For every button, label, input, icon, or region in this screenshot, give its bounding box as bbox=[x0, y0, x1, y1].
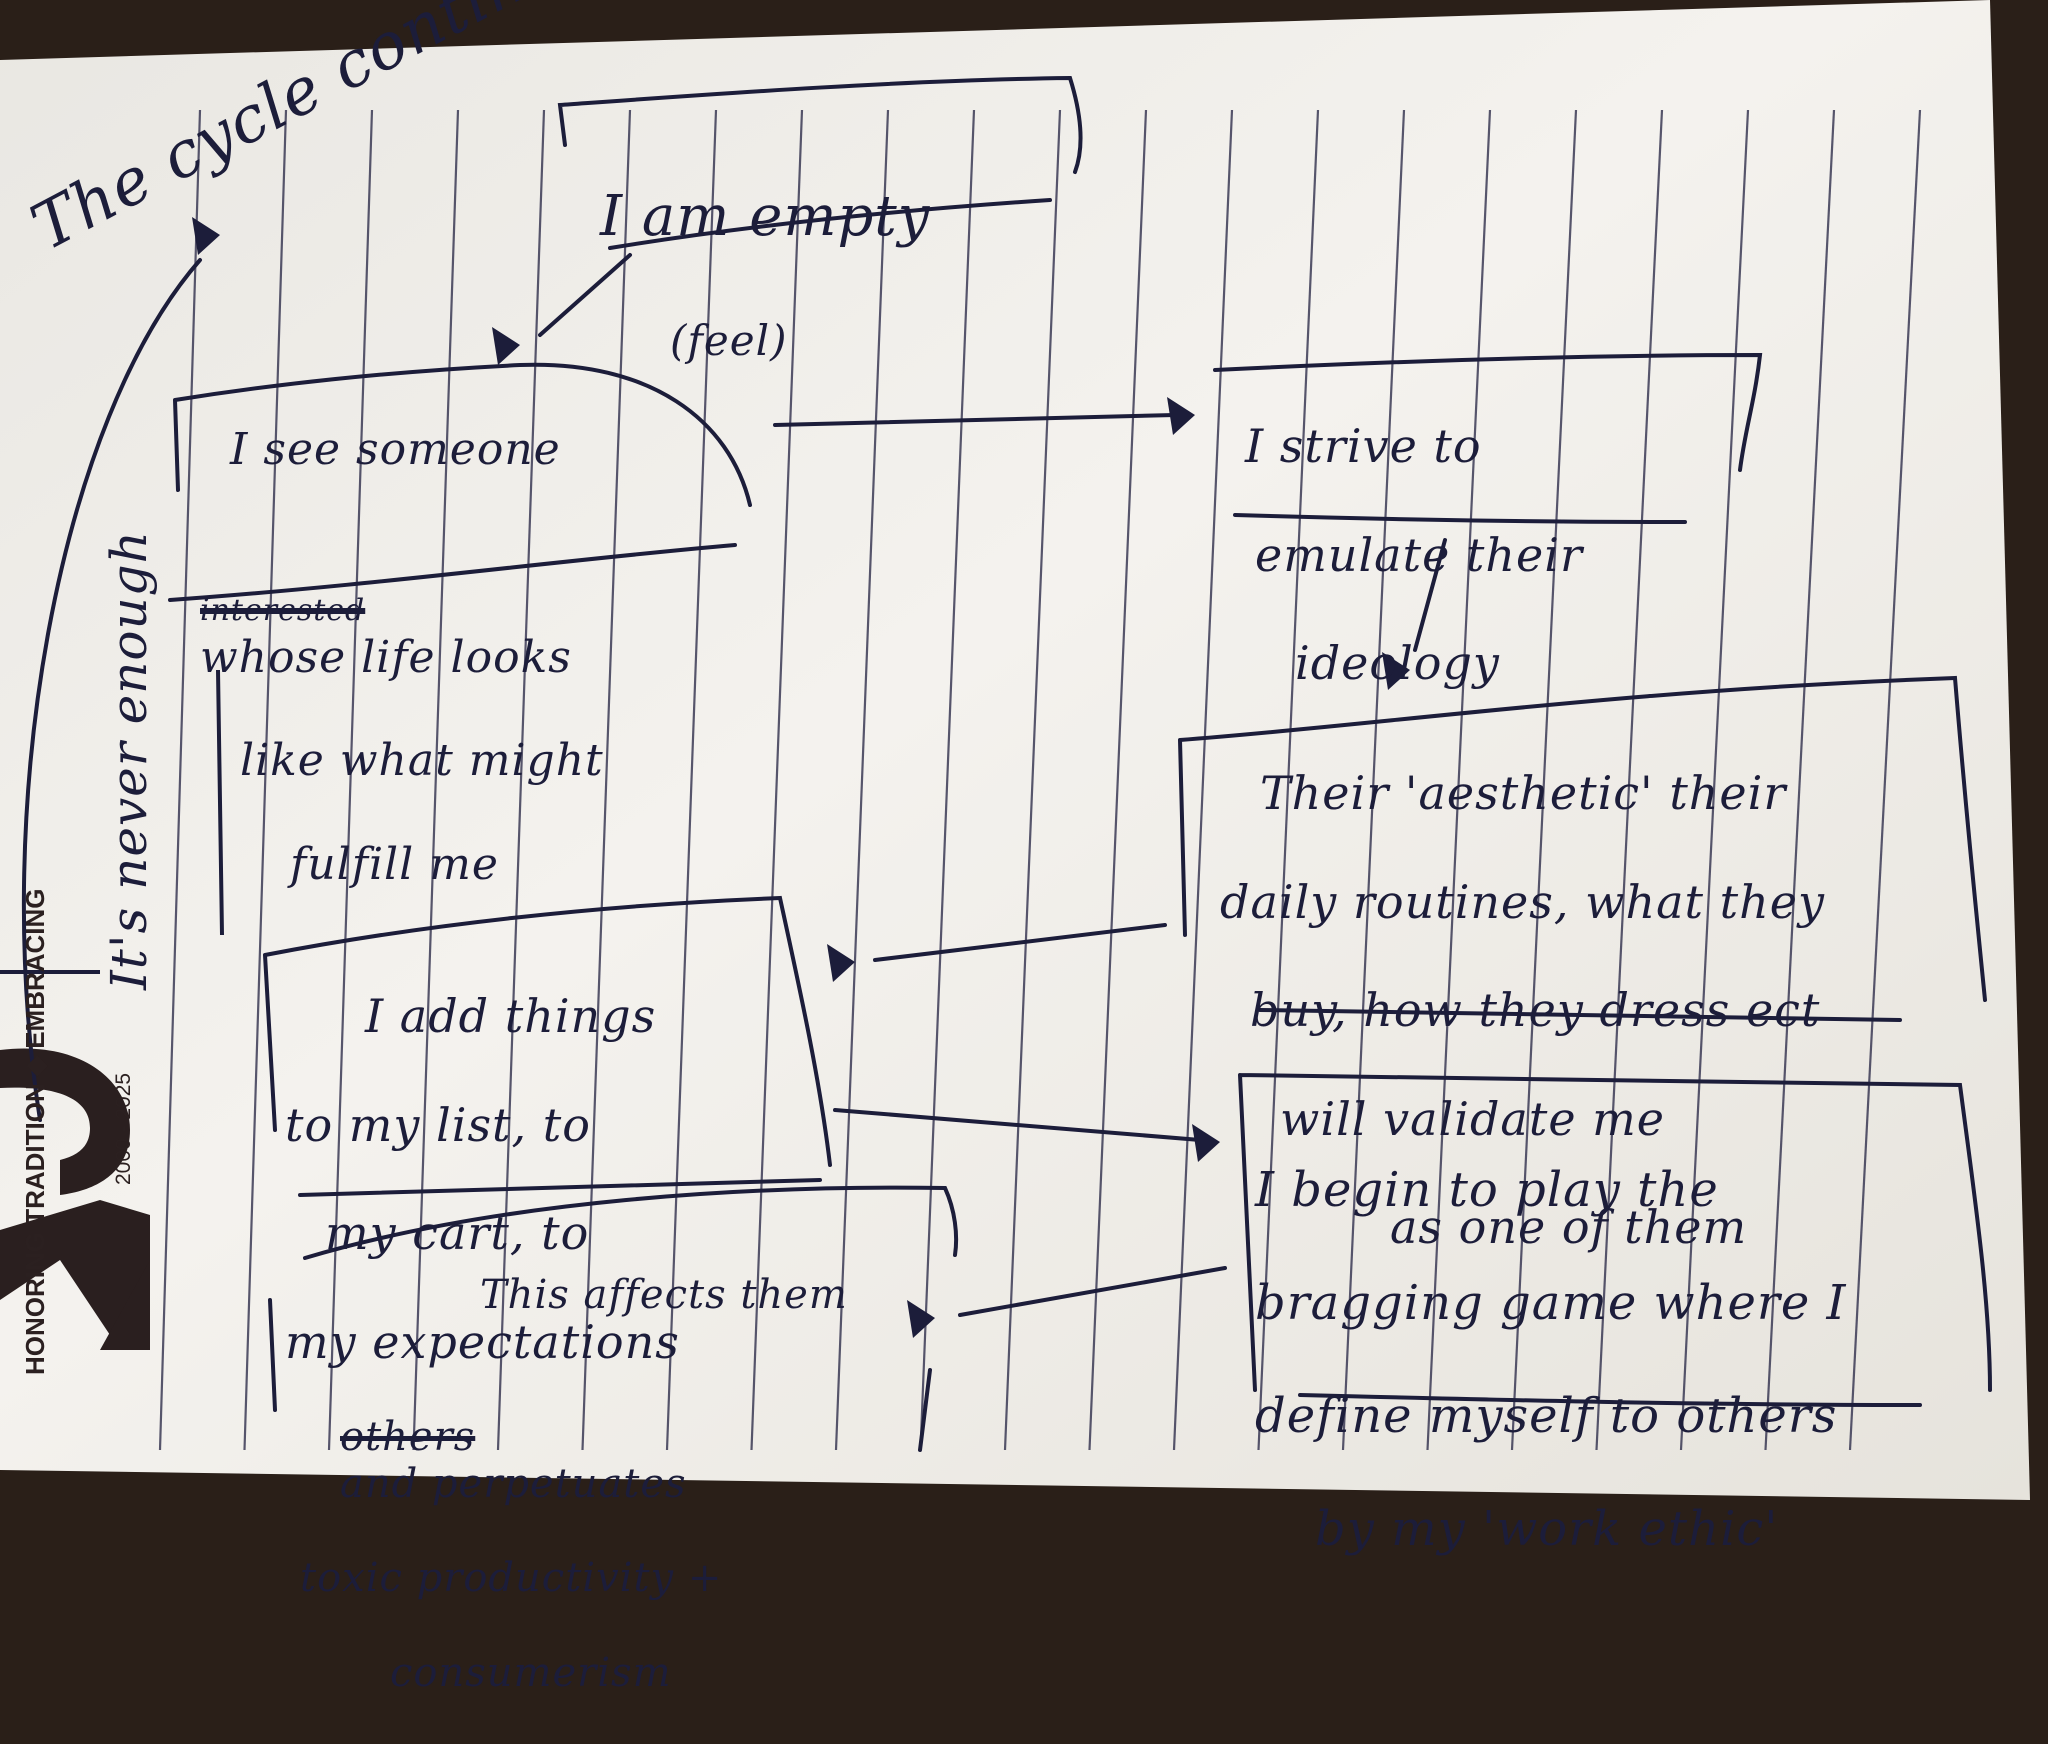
node-line: daily routines, what they bbox=[1220, 874, 1825, 929]
paper-drawing bbox=[0, 0, 2030, 1500]
box-outline-empty bbox=[557, 75, 1083, 250]
node-strive: I strive to emulate their ideology bbox=[1245, 365, 1583, 745]
years-text: 2000 - 2025 bbox=[112, 1072, 135, 1185]
ruled-line bbox=[1003, 109, 1062, 1451]
ruled-lines bbox=[158, 109, 1922, 1451]
ruled-line bbox=[496, 109, 546, 1451]
node-line: define myself to others bbox=[1255, 1388, 1838, 1445]
struck-word: interested bbox=[200, 592, 366, 628]
ruled-line bbox=[919, 109, 976, 1451]
ruled-line bbox=[158, 109, 202, 1451]
edge-arrows bbox=[21, 217, 1447, 1338]
ruled-line bbox=[1172, 109, 1234, 1451]
arrowhead-strive-aesthetic bbox=[1382, 652, 1410, 690]
edge-line-affects-empty bbox=[21, 258, 202, 1122]
node-line: my cart, to bbox=[325, 1206, 590, 1261]
ruled-line bbox=[1510, 109, 1578, 1451]
ruled-line bbox=[1595, 109, 1664, 1451]
printed-logo bbox=[0, 1048, 150, 1350]
ruled-line bbox=[1764, 109, 1836, 1451]
node-affects: This affects them others and perpetuates… bbox=[300, 1225, 848, 1744]
ruled-line bbox=[327, 109, 374, 1451]
node-line: others and perpetuates bbox=[340, 1367, 848, 1509]
arrowhead-add-brag bbox=[1192, 1124, 1220, 1162]
arrowhead-see-strive bbox=[1167, 397, 1195, 435]
node-line: will validate me bbox=[1280, 1091, 1666, 1146]
printed-tagline: HONORING TRADITION ◆ EMBRACING bbox=[20, 888, 51, 1375]
node-line: ideology bbox=[1295, 636, 1500, 691]
arrowhead-empty-see bbox=[492, 327, 520, 365]
node-line: I see someone bbox=[230, 423, 561, 475]
ruled-line bbox=[834, 109, 890, 1451]
node-line: Their 'aesthetic' their bbox=[1260, 766, 1787, 821]
node-brag: I begin to play the bragging game where … bbox=[1255, 1105, 1847, 1615]
node-line: consumerism bbox=[390, 1649, 672, 1696]
printed-years: 2000 - 2025 bbox=[112, 1073, 136, 1185]
photo-stage: HONORING TRADITION ◆ EMBRACING 2000 - 20… bbox=[0, 0, 2030, 1696]
node-line: fulfill me bbox=[290, 839, 499, 891]
node-line: bragging game where I bbox=[1255, 1274, 1847, 1331]
node-line-text: and perpetuates bbox=[340, 1460, 687, 1507]
node-line: toxic productivity + bbox=[300, 1555, 723, 1602]
node-see: I see someone interested whose life look… bbox=[200, 372, 604, 943]
box-outline-aesthetic bbox=[1178, 675, 1987, 1022]
node-line: I am empty bbox=[600, 184, 931, 250]
ruled-line bbox=[1848, 109, 1922, 1451]
ruled-line bbox=[665, 109, 718, 1451]
arrowhead-brag-affects bbox=[907, 1300, 935, 1338]
node-line: I strive to bbox=[1245, 419, 1482, 474]
paper-sheet bbox=[0, 0, 2030, 1500]
ruled-line bbox=[243, 109, 288, 1451]
side-note: It's never enough bbox=[100, 530, 158, 990]
struck-word: others bbox=[340, 1413, 476, 1460]
node-line-text: whose life looks bbox=[200, 631, 572, 683]
node-line: interested whose life looks bbox=[200, 528, 604, 684]
ruled-line bbox=[1679, 109, 1750, 1451]
ruled-line bbox=[1426, 109, 1492, 1451]
edge-line-aesthetic-add bbox=[873, 923, 1167, 962]
edge-line-brag-affects bbox=[958, 1266, 1227, 1317]
arrowhead-aesthetic-add bbox=[827, 944, 855, 982]
ruled-line bbox=[1341, 109, 1406, 1451]
ruled-line bbox=[581, 109, 632, 1451]
ruled-line bbox=[750, 109, 804, 1451]
box-outline-add bbox=[263, 895, 832, 1197]
edge-line-see-strive bbox=[773, 413, 1177, 427]
side-note-bar bbox=[0, 669, 224, 974]
node-line: to my list, to bbox=[285, 1097, 591, 1152]
box-outline-see bbox=[168, 362, 752, 602]
node-line: emulate their bbox=[1255, 527, 1583, 582]
ruled-line bbox=[1088, 109, 1148, 1451]
box-outline-affects bbox=[268, 1185, 959, 1452]
tagline-text: HONORING TRADITION ◆ EMBRACING bbox=[20, 888, 50, 1375]
node-line: (feel) bbox=[670, 316, 788, 366]
box-outline-brag bbox=[1238, 1073, 1992, 1407]
box-outline-strive bbox=[1213, 352, 1763, 524]
edge-line-add-brag bbox=[833, 1108, 1202, 1142]
arrowhead-affects-empty bbox=[192, 217, 220, 255]
node-line: like what might bbox=[240, 735, 604, 787]
node-line: by my 'work ethic' bbox=[1315, 1501, 1779, 1558]
node-line: I begin to play the bbox=[1255, 1161, 1719, 1218]
node-line: my expectations bbox=[285, 1314, 680, 1369]
node-line: I add things bbox=[365, 989, 657, 1044]
node-empty: I am empty (feel) bbox=[600, 118, 930, 432]
node-add: I add things to my list, to my cart, to … bbox=[285, 935, 680, 1423]
edge-line-empty-see bbox=[538, 253, 632, 337]
ruled-line bbox=[412, 109, 460, 1451]
node-line: This affects them bbox=[480, 1272, 848, 1319]
edge-line-strive-aesthetic bbox=[1413, 538, 1447, 652]
node-line: as one of them bbox=[1390, 1200, 1748, 1255]
ruled-line bbox=[1257, 109, 1320, 1451]
node-boxes bbox=[168, 75, 1992, 1452]
node-aesthetic: Their 'aesthetic' their daily routines, … bbox=[1220, 712, 1825, 1309]
node-line: buy, how they dress ect bbox=[1250, 983, 1821, 1038]
